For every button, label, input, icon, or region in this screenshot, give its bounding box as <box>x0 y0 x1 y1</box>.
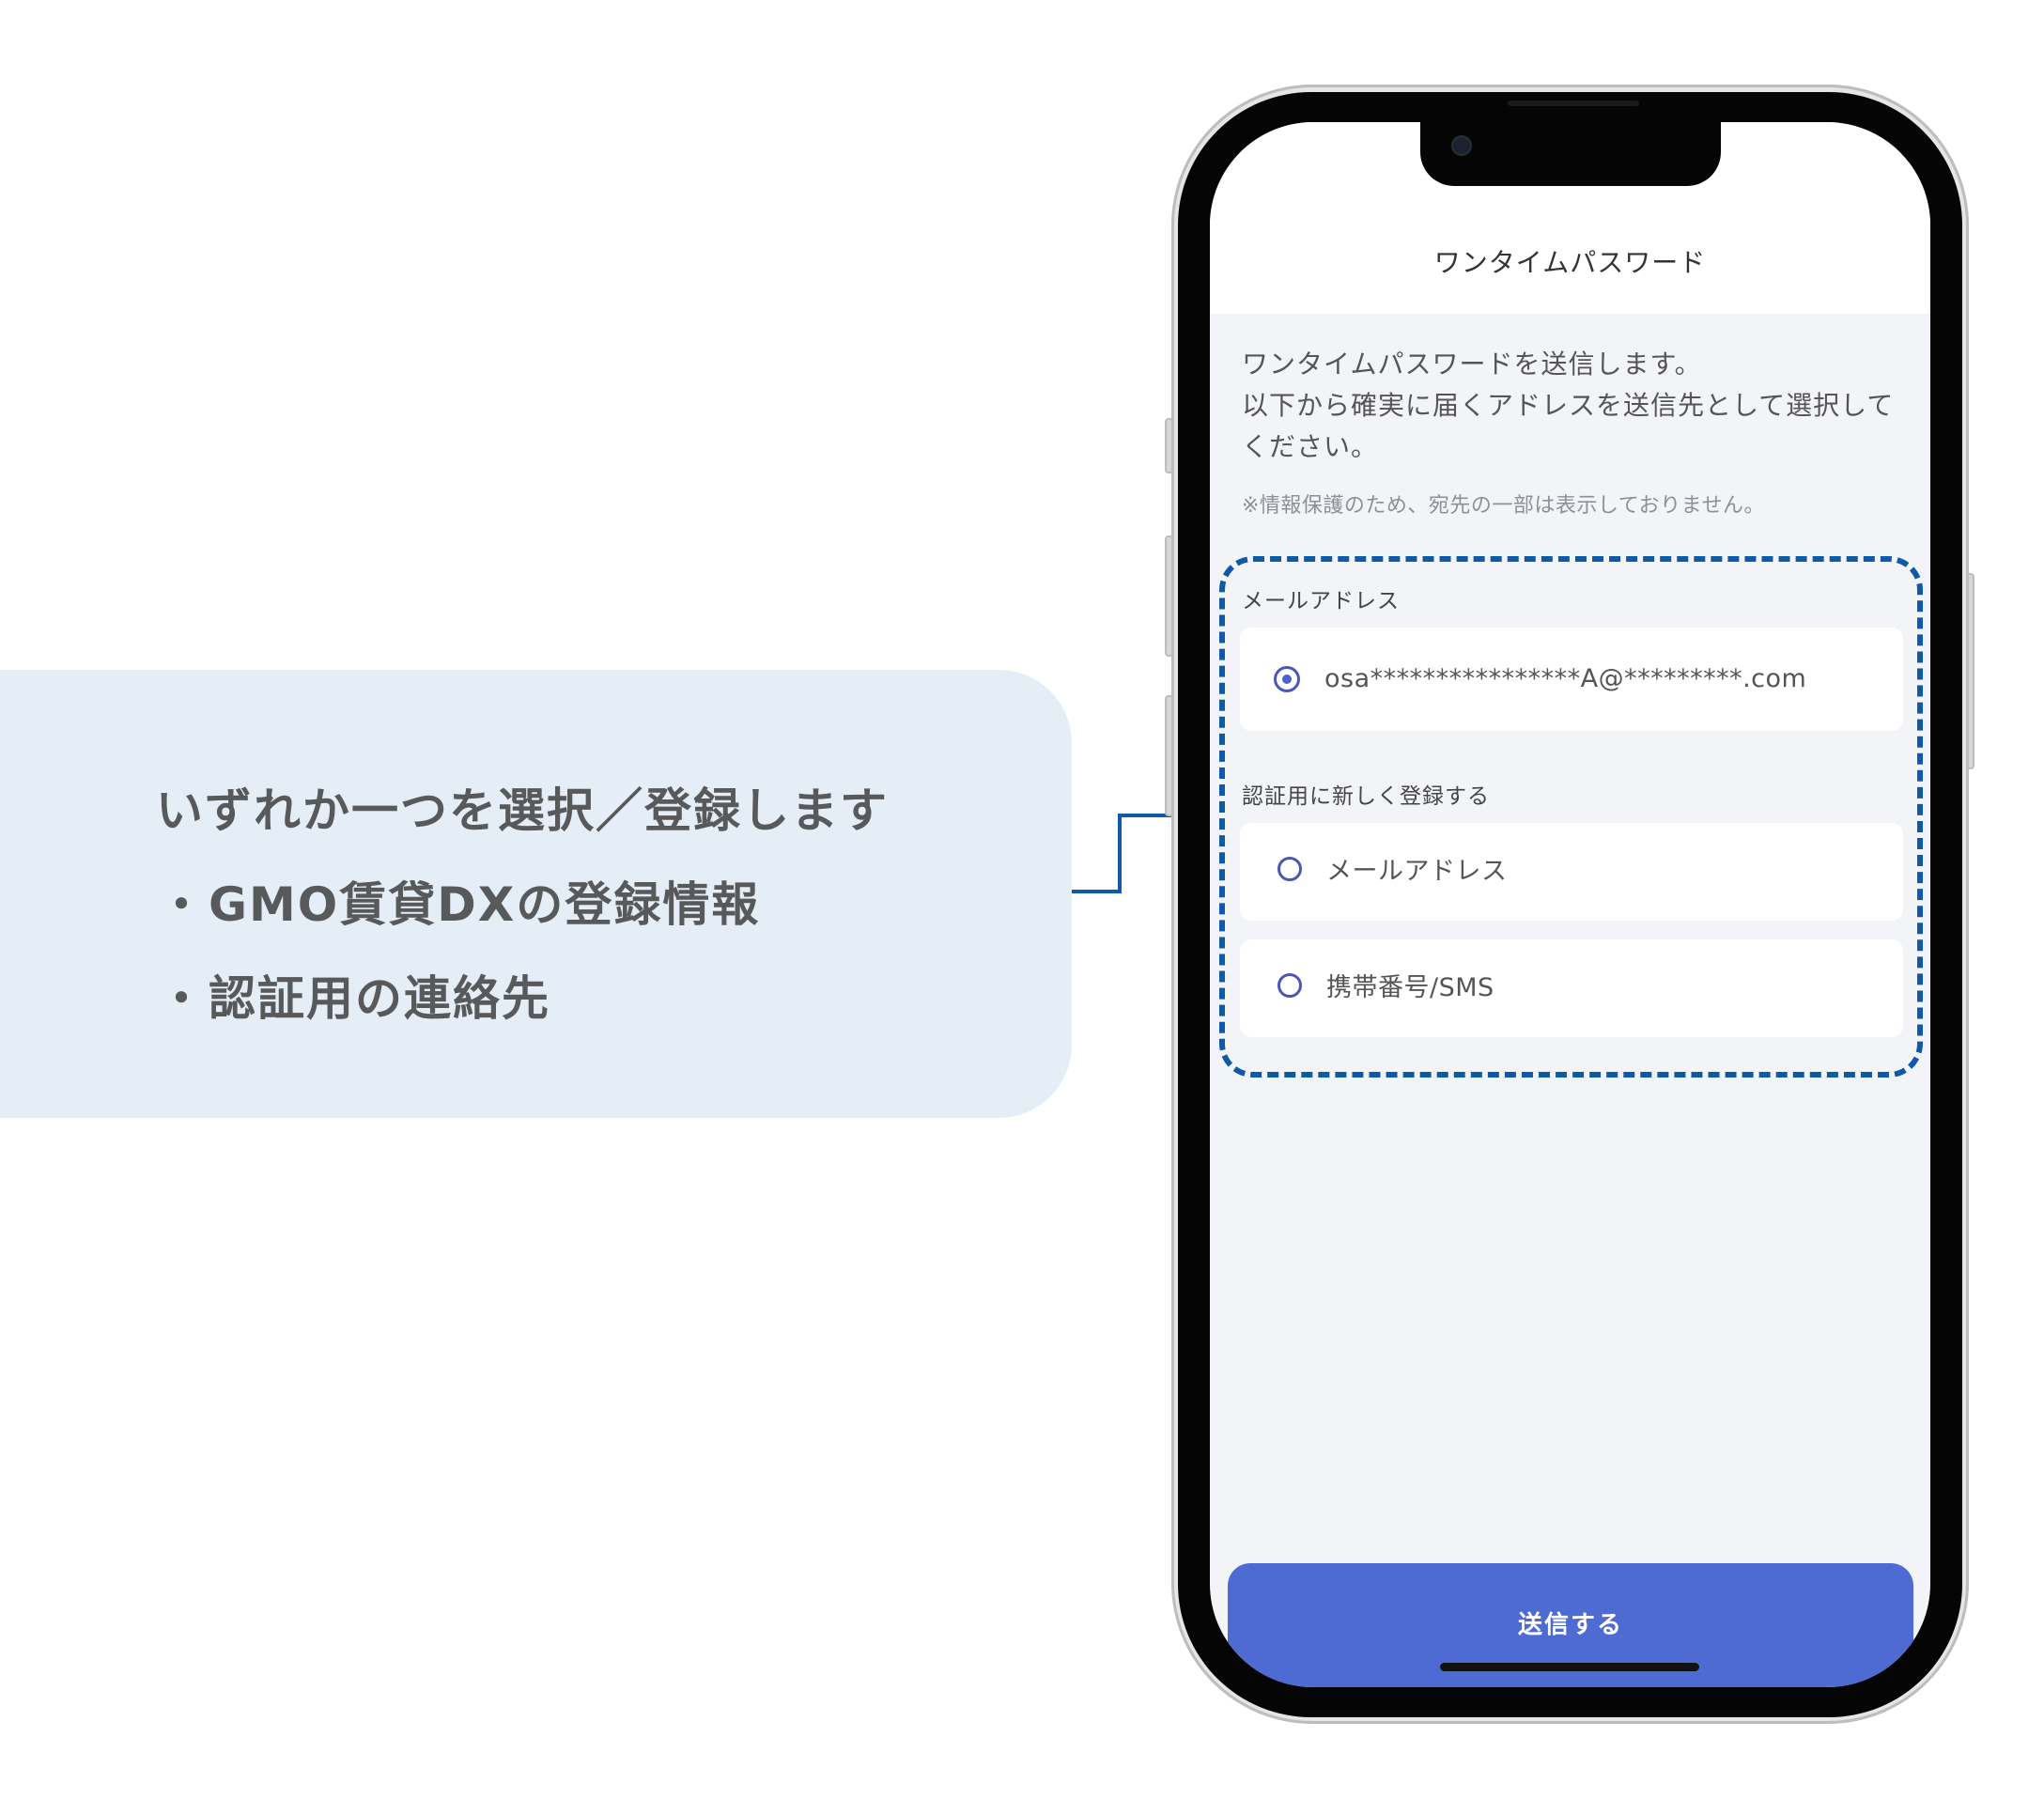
callout-box: いずれか一つを選択／登録します ・GMO賃貸DXの登録情報 ・認証用の連絡先 <box>0 670 1072 1118</box>
callout-item-text: GMO賃貸DXの登録情報 <box>209 877 761 932</box>
phone-notch <box>1420 120 1721 186</box>
radio-checked-icon[interactable] <box>1274 666 1300 692</box>
option-new-sms[interactable]: 携帯番号/SMS <box>1240 939 1903 1037</box>
intro-line: ワンタイムパスワードを送信します。 <box>1242 349 1702 380</box>
camera-icon <box>1453 137 1470 154</box>
bullet: ・ <box>158 971 207 1026</box>
option-label: メールアドレス <box>1326 857 1508 886</box>
callout-item: ・認証用の連絡先 <box>156 952 1072 1046</box>
home-indicator <box>1440 1663 1699 1671</box>
callout-heading: いずれか一つを選択／登録します <box>156 783 889 838</box>
highlight-frame <box>1219 556 1923 1078</box>
privacy-note: ※情報保護のため、宛先の一部は表示しておりません。 <box>1242 494 1765 518</box>
registered-email-text: osa****************A@*********.com <box>1324 664 1807 693</box>
new-section-label: 認証用に新しく登録する <box>1242 784 1490 809</box>
callout-item-text: 認証用の連絡先 <box>209 971 550 1026</box>
radio-icon[interactable] <box>1278 973 1302 998</box>
phone-screen: ワンタイムパスワード ワンタイムパスワードを送信します。 以下から確実に届くアド… <box>1210 122 1930 1687</box>
page-title: ワンタイムパスワード <box>1433 247 1707 278</box>
registered-section-label: メールアドレス <box>1242 589 1400 613</box>
bullet: ・ <box>158 877 207 932</box>
option-registered-email[interactable]: osa****************A@*********.com <box>1240 628 1903 731</box>
intro-text: ワンタイムパスワードを送信します。 以下から確実に届くアドレスを送信先として選択… <box>1242 344 1918 468</box>
phone-speaker <box>1508 101 1639 106</box>
callout-item: ・GMO賃貸DXの登録情報 <box>156 858 1072 952</box>
intro-line: ください。 <box>1242 431 1379 462</box>
option-label: 携帯番号/SMS <box>1326 973 1494 1002</box>
intro-line: 以下から確実に届くアドレスを送信先として選択して <box>1242 390 1895 421</box>
radio-icon[interactable] <box>1278 857 1302 881</box>
option-new-email[interactable]: メールアドレス <box>1240 823 1903 921</box>
